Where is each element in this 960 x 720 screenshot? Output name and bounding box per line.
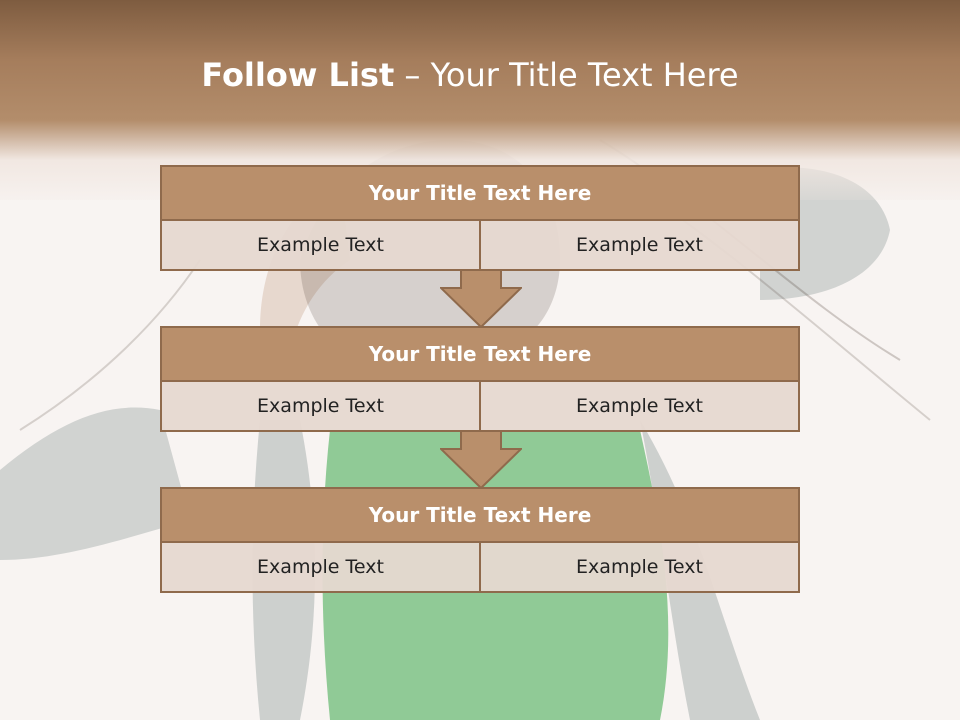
block-cell-left[interactable]: Example Text	[160, 543, 481, 593]
list-block-1: Your Title Text Here Example Text Exampl…	[160, 165, 800, 271]
slide-title: Follow List – Your Title Text Here	[0, 56, 940, 94]
slide-title-rest: – Your Title Text Here	[394, 56, 739, 94]
block-cell-right[interactable]: Example Text	[481, 221, 800, 271]
down-arrow-icon	[440, 270, 522, 328]
block-title[interactable]: Your Title Text Here	[160, 326, 800, 382]
block-cell-left[interactable]: Example Text	[160, 221, 481, 271]
block-title[interactable]: Your Title Text Here	[160, 165, 800, 221]
block-row: Example Text Example Text	[160, 382, 800, 432]
list-block-2: Your Title Text Here Example Text Exampl…	[160, 326, 800, 432]
block-cell-right[interactable]: Example Text	[481, 382, 800, 432]
slide-title-bold: Follow List	[201, 56, 395, 94]
block-cell-left[interactable]: Example Text	[160, 382, 481, 432]
block-title[interactable]: Your Title Text Here	[160, 487, 800, 543]
down-arrow-icon	[440, 431, 522, 489]
block-row: Example Text Example Text	[160, 221, 800, 271]
block-row: Example Text Example Text	[160, 543, 800, 593]
block-cell-right[interactable]: Example Text	[481, 543, 800, 593]
list-block-3: Your Title Text Here Example Text Exampl…	[160, 487, 800, 593]
